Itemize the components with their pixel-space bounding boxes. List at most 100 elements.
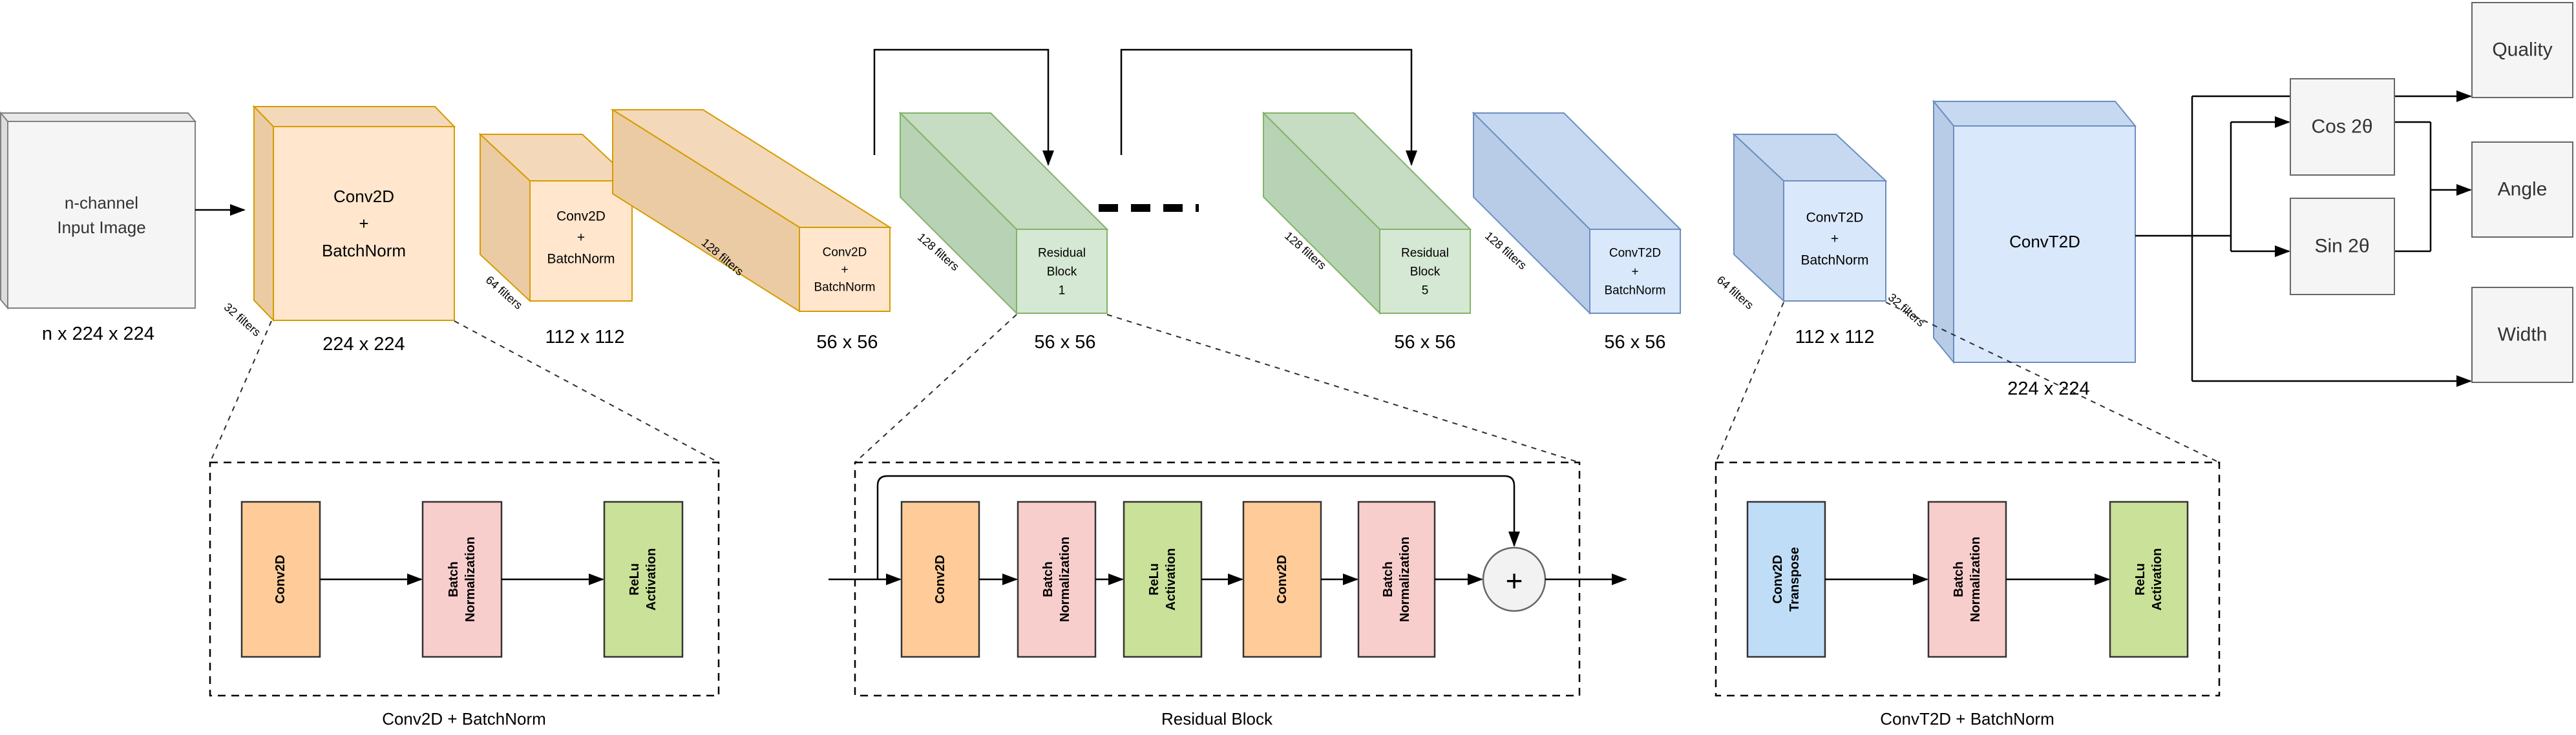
detail3-relu-label-line1: ReLu	[2133, 563, 2148, 595]
output-angle-box: Angle	[2471, 141, 2573, 238]
res5-label-line1: Residual	[1401, 247, 1449, 260]
detail3-convtranspose-label-line1: Conv2D	[1771, 555, 1785, 604]
detail2-batchnorm-label-2-line1: Batch	[1381, 561, 1395, 597]
detail2-batchnorm-block-2	[1357, 501, 1436, 658]
conv1-callout-left	[209, 320, 272, 463]
res1-callout-right	[1106, 314, 1580, 463]
conv1-top-face	[252, 106, 456, 127]
detail1-conv2d-label: Conv2D	[273, 555, 288, 604]
conv3-label-line3: BatchNorm	[814, 281, 875, 295]
residual-block-1: Residual Block 1 128 filters 56 x 56	[898, 111, 1109, 353]
input-label-line1: n-channel	[65, 193, 138, 212]
detail2-batchnorm-label-2-line2: Normalization	[1398, 537, 1412, 622]
conv3-label-line2: +	[841, 264, 848, 277]
detail1-relu-block	[603, 501, 684, 658]
detail3-convtranspose-label-line2: Transpose	[1788, 547, 1802, 612]
convt3-block: ConvT2D 32 filters 224 x 224	[1886, 99, 2137, 399]
detail2-batchnorm-label-1-line1: Batch	[1041, 561, 1055, 597]
res5-label-line2: Block	[1410, 265, 1441, 279]
residual-block-5: Residual Block 5 128 filters 56 x 56	[1262, 111, 1472, 353]
conv2-front-face	[529, 180, 633, 302]
conv2-label-line1: Conv2D	[556, 209, 606, 224]
convt2-callout-left	[1715, 302, 1784, 463]
convt1-dim-label: 56 x 56	[1604, 332, 1665, 353]
convt2-label-line1: ConvT2D	[1806, 211, 1864, 225]
angle-label: Angle	[2498, 179, 2548, 200]
res5-front-face	[1379, 229, 1471, 314]
res5-label-line3: 5	[1422, 284, 1429, 298]
quality-label: Quality	[2492, 39, 2552, 61]
convt2-label-line3: BatchNorm	[1800, 253, 1868, 268]
conv2-label-line2: +	[577, 231, 585, 245]
conv1-side-face	[253, 105, 274, 322]
conv2-block: Conv2D + BatchNorm 64 filters 112 x 112	[478, 132, 634, 347]
output-width-box: Width	[2471, 287, 2573, 383]
input-image-box: n-channel Input Image n x 224 x 224	[0, 111, 197, 344]
detail1-batchnorm-label-line2: Normalization	[463, 537, 478, 622]
residual-detail-caption: Residual Block	[1161, 709, 1273, 729]
sin-rect	[2290, 198, 2395, 295]
convt3-front-face	[1953, 125, 2136, 363]
detail2-relu-label-line2: Activation	[1164, 548, 1178, 611]
detail3-convtranspose-block	[1746, 501, 1826, 658]
convt-detail-panel: Conv2D Transpose Batch Normalization ReL…	[1715, 461, 2221, 729]
conv2-label-line3: BatchNorm	[547, 252, 615, 267]
conv1-label-line1: Conv2D	[333, 187, 394, 206]
convt1-block: ConvT2D + BatchNorm 128 filters 56 x 56	[1472, 111, 1682, 353]
output-cos-box: Cos 2θ	[2290, 78, 2395, 176]
input-label-line2: Input Image	[57, 218, 145, 237]
detail3-batchnorm-block	[1927, 501, 2007, 658]
angle-rect	[2471, 141, 2573, 238]
conv-detail-border	[209, 461, 720, 697]
detail1-batchnorm-block	[421, 501, 503, 658]
detail3-relu-block	[2109, 501, 2189, 658]
conv1-dim-label: 224 x 224	[322, 334, 405, 355]
detail1-conv2d-block	[240, 501, 321, 658]
detail3-batchnorm-label-line2: Normalization	[1969, 537, 1983, 622]
conv1-label-line2: +	[359, 214, 368, 233]
detail1-relu-label-line2: Activation	[644, 548, 659, 611]
convt1-label-line3: BatchNorm	[1604, 284, 1665, 298]
convt3-top-face	[1932, 101, 2137, 127]
res1-skip-connection	[873, 48, 1054, 166]
detail2-relu-label-line1: ReLu	[1147, 563, 1161, 595]
conv1-filters-label: 32 filters	[222, 300, 263, 339]
convt2-front-face	[1783, 180, 1886, 302]
input-front-face	[7, 121, 196, 309]
quality-rect	[2471, 2, 2573, 98]
res5-skip-connection	[1120, 48, 1417, 166]
output-sin-box: Sin 2θ	[2290, 198, 2395, 295]
detail2-conv2d-block-1	[900, 501, 980, 658]
output-quality-box: Quality	[2471, 2, 2573, 98]
convt2-block: ConvT2D + BatchNorm 64 filters 112 x 112	[1715, 132, 1888, 347]
conv-detail-caption: Conv2D + BatchNorm	[382, 709, 546, 729]
width-label: Width	[2498, 324, 2548, 346]
detail2-batchnorm-block-1	[1017, 501, 1097, 658]
detail2-relu-block	[1123, 501, 1203, 658]
input-dim-label: n x 224 x 224	[42, 324, 154, 344]
res1-label-line3: 1	[1059, 284, 1066, 298]
detail3-batchnorm-label-line1: Batch	[1952, 561, 1966, 597]
convt3-side-face	[1933, 99, 1954, 364]
res1-label-line1: Residual	[1038, 247, 1086, 260]
conv2-dim-label: 112 x 112	[545, 327, 624, 347]
res1-label-line2: Block	[1047, 265, 1077, 279]
res1-callout-left	[854, 314, 1017, 463]
detail2-plus-sign: +	[1506, 564, 1523, 597]
detail2-conv2d-label-2: Conv2D	[1275, 555, 1289, 604]
input-top-face	[0, 112, 197, 122]
convt-detail-border	[1715, 461, 2221, 697]
width-rect	[2471, 287, 2573, 383]
detail2-skip-line	[876, 475, 1520, 579]
conv3-label-line1: Conv2D	[823, 246, 867, 260]
conv3-front-face	[799, 227, 891, 312]
res1-front-face	[1016, 229, 1108, 314]
convt1-label-line2: +	[1631, 265, 1638, 279]
convt-detail-caption: ConvT2D + BatchNorm	[1880, 709, 2054, 729]
convt2-dim-label: 112 x 112	[1795, 327, 1874, 347]
conv-detail-panel: Conv2D Batch Normalization ReLu Activati…	[209, 461, 720, 729]
detail1-batchnorm-label-line1: Batch	[447, 561, 461, 597]
convt2-label-line2: +	[1831, 232, 1839, 247]
res5-dim-label: 56 x 56	[1394, 332, 1455, 353]
